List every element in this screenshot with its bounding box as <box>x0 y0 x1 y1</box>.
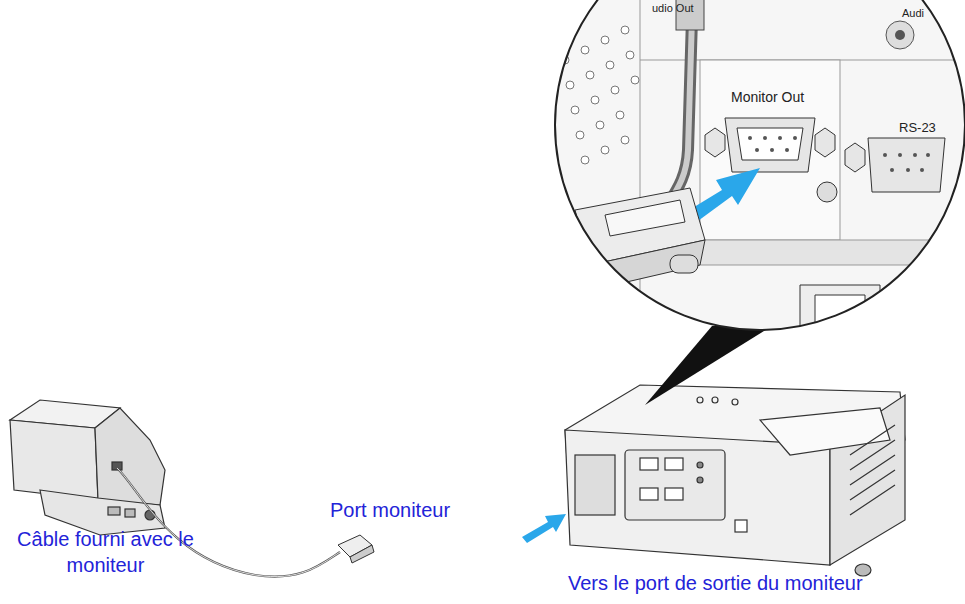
insert-arrow <box>522 514 566 543</box>
port-label: Monitor Out <box>731 88 804 106</box>
projector <box>565 385 905 576</box>
crt-monitor <box>10 400 165 535</box>
port-label: RS-23 <box>899 120 936 137</box>
port-label: udio Out <box>652 1 694 15</box>
caption-label: Vers le port de sortie du moniteur <box>568 570 863 596</box>
zoom-detail <box>540 0 965 345</box>
port-label: Audi <box>902 6 924 20</box>
caption-label: Câble fourni avec le moniteur <box>8 526 203 578</box>
monitor-cable <box>117 468 340 577</box>
vga-plug <box>338 535 374 563</box>
caption-label: Port moniteur <box>330 497 450 523</box>
zoom-pointer <box>645 326 772 405</box>
